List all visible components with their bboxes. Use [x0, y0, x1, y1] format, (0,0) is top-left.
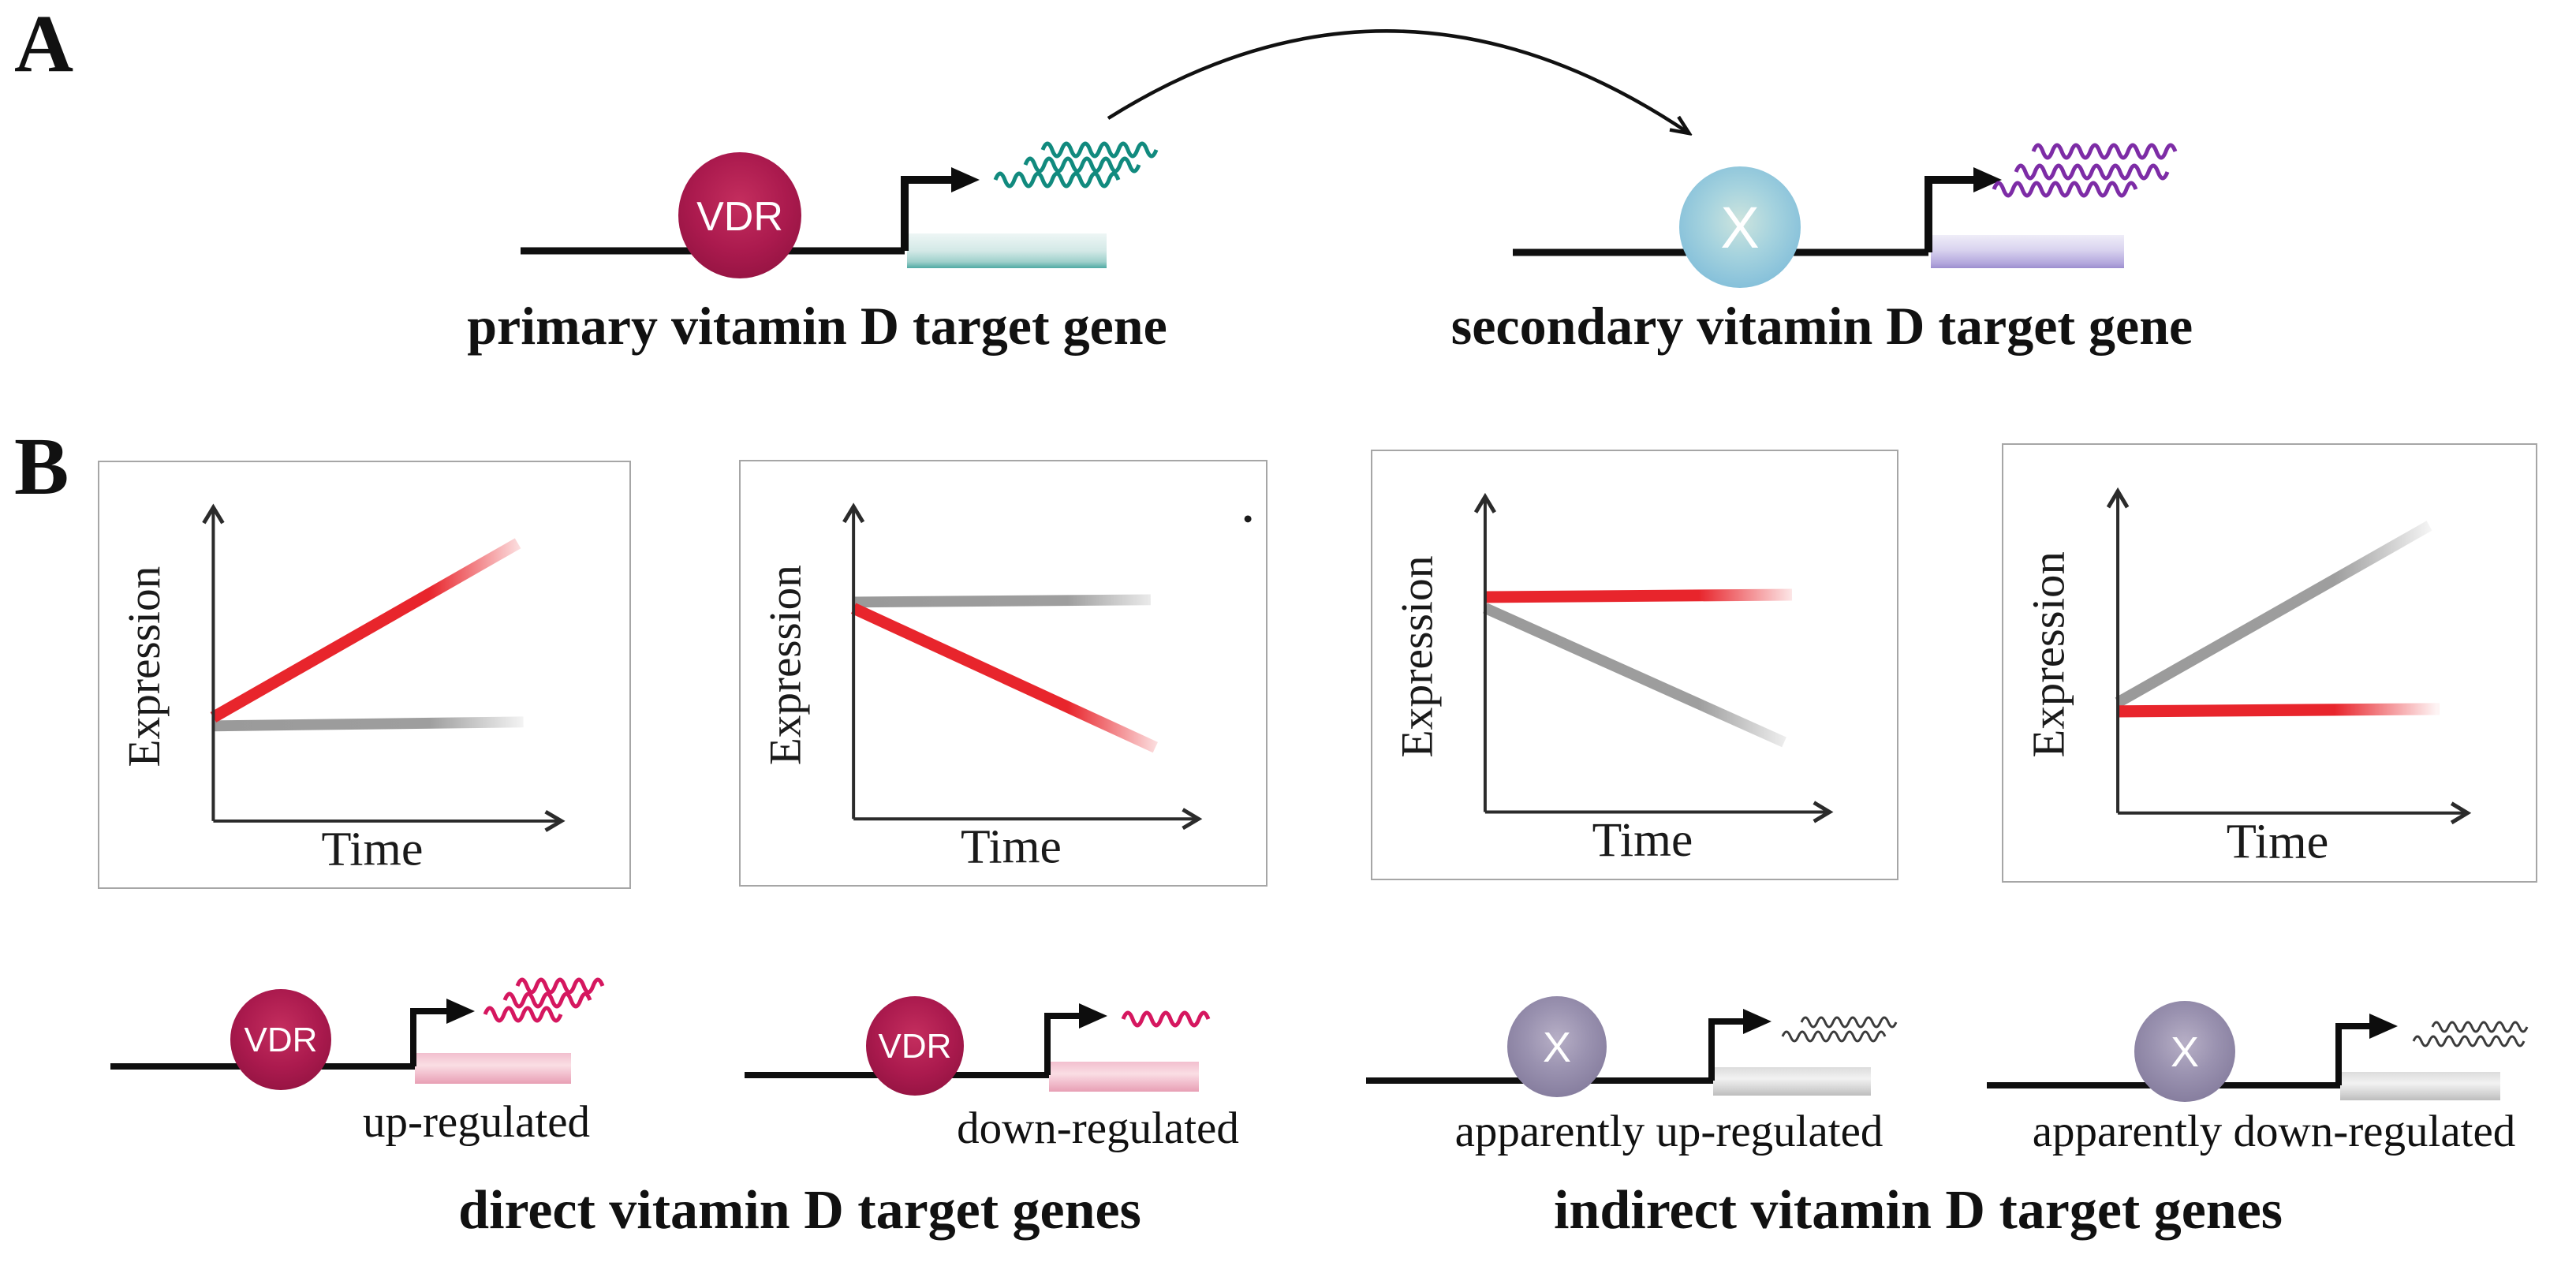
- secondary-mrna-icon: [1992, 143, 2178, 198]
- panel-a-label: A: [14, 0, 74, 89]
- diagram-caption-down-regulated: down-regulated: [957, 1103, 1239, 1153]
- secondary-gene-box: [1931, 235, 2124, 268]
- x-protein-text: X: [2171, 1029, 2199, 1076]
- x-protein-text: X: [1720, 195, 1759, 260]
- gene-box-apparently-down-regulated: [2340, 1072, 2500, 1100]
- reference-gene-line: [1483, 603, 1786, 748]
- gene-box-down-regulated: [1049, 1062, 1199, 1092]
- x-axis-title: Time: [322, 823, 424, 876]
- x-protein-text: X: [1543, 1024, 1571, 1071]
- vdr-protein-badge: [866, 996, 964, 1096]
- group-caption-indirect: indirect vitamin D target genes: [1553, 1180, 2283, 1241]
- gene-box-apparently-up-regulated: [1713, 1067, 1871, 1096]
- target-gene-line: [2118, 703, 2440, 718]
- group-caption-direct: direct vitamin D target genes: [458, 1180, 1141, 1241]
- primary-mrna-icon: [993, 141, 1159, 189]
- transcription-start-arrow-icon: [901, 167, 980, 251]
- primary-gene-caption: primary vitamin D target gene: [467, 296, 1167, 356]
- transcription-start-arrow-icon: [1044, 1003, 1107, 1075]
- panel-b-gene-diagrams: VDR VDR X X: [110, 977, 2529, 1102]
- x-protein-badge: [1507, 996, 1607, 1097]
- y-axis-title: Expression: [120, 566, 170, 767]
- diagram-caption-apparently-up-regulated: apparently up-regulated: [1454, 1107, 1883, 1156]
- target-gene-line: [210, 538, 521, 723]
- mrna-icon: [2412, 1021, 2529, 1047]
- vdr-protein-text: VDR: [245, 1021, 318, 1059]
- gene-box-up-regulated: [415, 1053, 571, 1084]
- vdr-protein-badge: [230, 989, 331, 1090]
- reference-gene-line: [2115, 521, 2432, 708]
- y-axis-title: Expression: [760, 565, 810, 765]
- panel-b-label: B: [14, 421, 69, 512]
- vdr-protein-text: VDR: [879, 1027, 952, 1066]
- secondary-gene-caption: secondary vitamin D target gene: [1450, 296, 2193, 356]
- diagram-caption-up-regulated: up-regulated: [362, 1097, 591, 1147]
- expression-time-plot-2: Expression Time: [739, 460, 1267, 887]
- stray-dot: [1244, 515, 1252, 523]
- diagram-caption-apparently-down-regulated: apparently down-regulated: [2032, 1107, 2516, 1156]
- mrna-icon: [483, 977, 605, 1023]
- vdr-protein-text: VDR: [696, 194, 783, 240]
- reference-gene-line: [853, 594, 1151, 608]
- y-axis-title: Expression: [2023, 551, 2074, 757]
- panel-a-diagram: VDR X: [521, 29, 2178, 288]
- induction-arrow-icon: [1107, 29, 1688, 133]
- vdr-protein-badge: [678, 152, 801, 278]
- y-axis-title: Expression: [1392, 555, 1442, 757]
- expression-time-plot-3: Expression Time: [1371, 450, 1898, 880]
- transcription-start-arrow-icon: [2335, 1014, 2398, 1085]
- transcription-start-arrow-icon: [1925, 167, 2002, 252]
- x-protein-badge: [1679, 166, 1801, 288]
- transcription-start-arrow-icon: [410, 999, 475, 1066]
- target-gene-line: [1484, 588, 1793, 603]
- reference-gene-line: [213, 716, 524, 732]
- x-axis-title: Time: [961, 820, 1062, 874]
- mrna-icon: [1781, 1016, 1898, 1043]
- primary-gene-box: [907, 233, 1107, 268]
- expression-time-plot-4: Expression Time: [2002, 443, 2537, 883]
- transcription-start-arrow-icon: [1708, 1009, 1771, 1081]
- x-axis-title: Time: [1592, 813, 1693, 867]
- target-gene-line: [850, 603, 1158, 753]
- x-axis-title: Time: [2227, 813, 2329, 868]
- expression-time-plot-1: Expression Time: [98, 461, 631, 889]
- mrna-icon: [1121, 1010, 1211, 1028]
- x-protein-badge: [2134, 1001, 2235, 1102]
